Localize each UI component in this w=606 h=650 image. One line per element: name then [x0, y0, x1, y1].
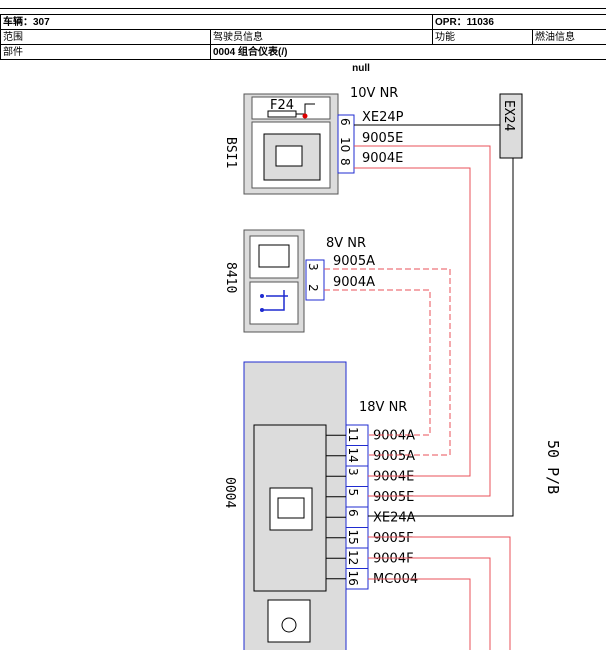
sender-node: [260, 294, 264, 298]
cluster-pin-1: 11: [346, 427, 360, 442]
wire-9004a: [324, 289, 431, 436]
ground-ex24: EX24: [499, 93, 523, 159]
cluster-wire-3: 9004E: [373, 469, 414, 484]
cluster-wire-5: XE24A: [373, 510, 416, 525]
fuse-node: [302, 113, 308, 119]
cluster-0004: 0004 18V NR 11 14 3 5 6 15 12 16 9004A 9005A 9004…: [222, 361, 418, 650]
wire-9005f: [368, 536, 511, 650]
bsi-fuse-label: F24: [270, 98, 294, 113]
cluster-wire-7: 9004F: [373, 551, 414, 566]
bsi-wire-3: 9004E: [362, 151, 403, 166]
ground-box: [499, 93, 523, 159]
sensor-wire-2: 9004A: [333, 275, 375, 290]
cluster-pin-7: 12: [346, 550, 360, 565]
part-label: 部件: [0, 44, 211, 60]
bsi-unit: F24 BSI1 6 10 8 10V NR XE24P 9005E 9004E: [223, 86, 404, 195]
bsi-pin-2: 10: [338, 137, 352, 152]
fuse-link: [296, 103, 315, 115]
fuel-gauge-icon: [281, 617, 297, 633]
cluster-voltage: 18V NR: [359, 400, 407, 415]
cluster-pin-2: 14: [346, 448, 360, 463]
sensor-id: 8410: [223, 262, 238, 293]
sensor-voltage: 8V NR: [326, 236, 366, 251]
cluster-pin-4: 5: [346, 489, 360, 497]
bsi-connector: [337, 114, 355, 174]
wire-9005a: [324, 268, 451, 456]
sensor-pin-1: 3: [306, 263, 320, 271]
cluster-pin-5: 6: [346, 509, 360, 517]
bsi-pin-3: 8: [338, 158, 352, 166]
sender-node: [260, 308, 264, 312]
cluster-pin-3: 3: [346, 468, 360, 476]
info-header-table: 车辆：307 OPR：11036 范围 驾驶员信息 功能 燃油信息 部件 000…: [0, 14, 606, 60]
bsi-wire-2: 9005E: [362, 131, 403, 146]
wire-9004f: [368, 557, 491, 650]
wire-routing: [324, 124, 514, 650]
sensor-connector: [305, 259, 325, 301]
board-leads: [326, 434, 346, 580]
sensor-wire-1: 9005A: [333, 254, 375, 269]
cluster-wire-6: 9005F: [373, 531, 414, 546]
wire-9005e: [354, 145, 491, 497]
cluster-pin-6: 15: [346, 530, 360, 545]
wire-mc004: [368, 578, 471, 650]
ground-id: EX24: [501, 100, 516, 131]
wire-xe24a: [368, 158, 514, 517]
cluster-wire-1: 9004A: [373, 428, 415, 443]
fuel-sender-icon: [260, 290, 288, 311]
wire-9004e: [354, 167, 471, 477]
bsi-voltage: 10V NR: [350, 86, 398, 101]
cluster-pin-8: 16: [346, 571, 360, 586]
cluster-wire-4: 9005E: [373, 490, 414, 505]
sensor-pin-2: 2: [306, 284, 320, 292]
cluster-wire-2: 9005A: [373, 449, 415, 464]
cluster-id: 0004: [222, 477, 237, 508]
bsi-pin-1: 6: [338, 118, 352, 126]
chip-icon: [258, 244, 290, 268]
chip-icon: [277, 497, 305, 519]
top-rule: [0, 0, 606, 9]
fuse-icon: [267, 110, 297, 118]
chip-icon: [275, 145, 303, 167]
bsi-id: BSI1: [223, 137, 238, 168]
side-label: 50 P/B: [544, 440, 562, 494]
sensor-8410: 8410 3 2 8V NR 9005A 9004A: [223, 229, 375, 333]
bsi-wire-1: XE24P: [362, 110, 404, 125]
part-value: 0004 组合仪表(/): [210, 44, 606, 60]
sensor-float-panel: [249, 281, 299, 325]
null-label: null: [352, 63, 370, 74]
